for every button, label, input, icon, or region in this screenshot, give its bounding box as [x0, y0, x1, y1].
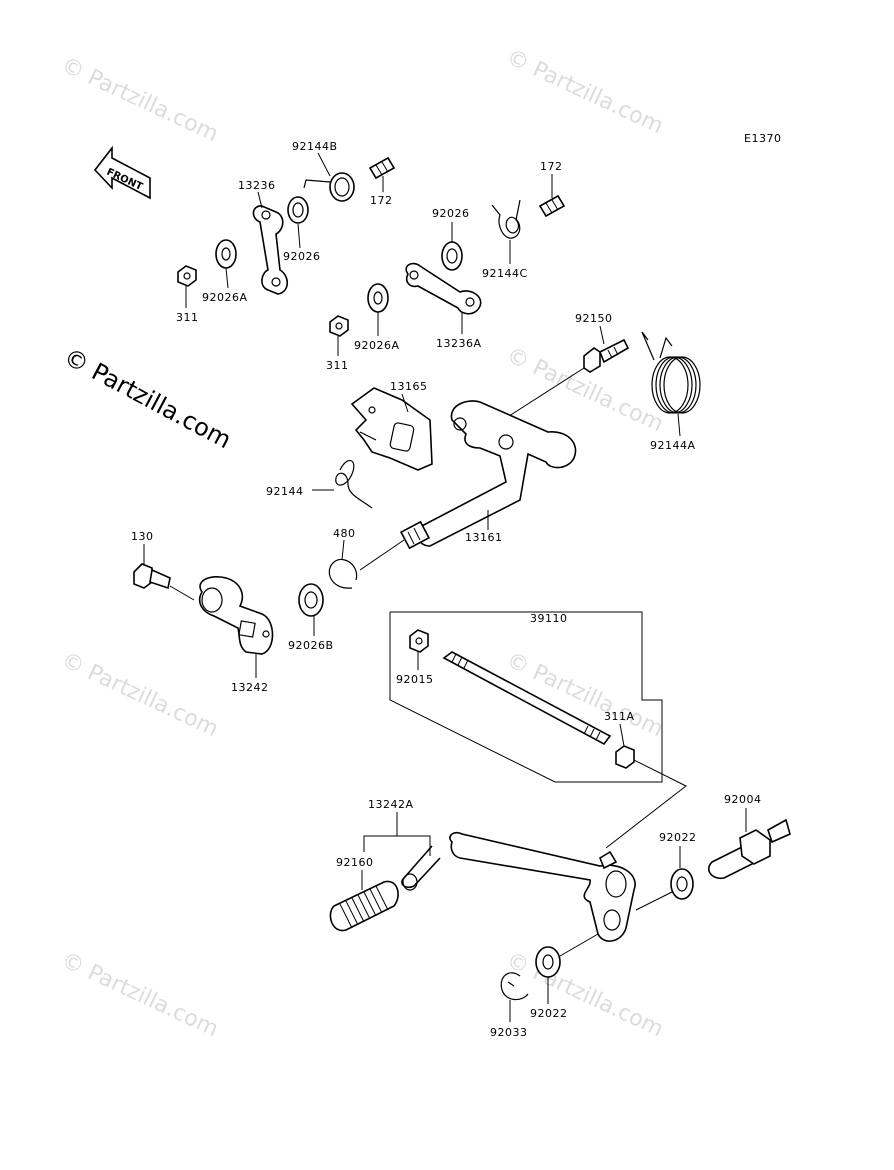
label-311A: 311A: [604, 710, 635, 723]
label-92160: 92160: [336, 856, 374, 869]
label-92150: 92150: [575, 312, 613, 325]
label-92004: 92004: [724, 793, 762, 806]
pin-172-icon: [368, 156, 396, 180]
label-13242A: 13242A: [368, 798, 414, 811]
washer-92022-icon: [670, 868, 694, 900]
label-480: 480: [333, 527, 356, 540]
circlip-480-icon: [328, 558, 358, 589]
bolt-130-icon: [133, 563, 171, 590]
label-92026-left: 92026: [283, 250, 321, 263]
label-13236: 13236: [238, 179, 276, 192]
watermark-faint: © Partzilla.com: [57, 948, 221, 1042]
washer-92026A-icon: [215, 239, 237, 269]
rubber-92160-icon: [329, 880, 399, 932]
label-311-right: 311: [326, 359, 349, 372]
tie-rod-assembly-box: [389, 611, 663, 783]
label-92015: 92015: [396, 673, 434, 686]
label-13161: 13161: [465, 531, 503, 544]
spring-92144B-icon: [303, 172, 355, 202]
eclip-92033-icon: [500, 972, 529, 1001]
watermark-faint: © Partzilla.com: [57, 648, 221, 742]
bolt-92004-icon: [708, 818, 791, 880]
washer-92026-icon: [441, 241, 463, 271]
bolt-92150-icon: [583, 338, 630, 373]
nut-311A-icon: [615, 745, 635, 769]
label-92026-right: 92026: [432, 207, 470, 220]
diagram-code: E1370: [744, 132, 781, 145]
watermark-faint: © Partzilla.com: [57, 53, 221, 147]
label-92026A-left: 92026A: [202, 291, 248, 304]
front-arrow-icon: FRONT: [93, 145, 151, 200]
label-92144A: 92144A: [650, 439, 696, 452]
label-172-upper-right: 172: [540, 160, 563, 173]
plate-13165-icon: [350, 387, 433, 471]
label-172-upper-left: 172: [370, 194, 393, 207]
label-92144C: 92144C: [482, 267, 528, 280]
label-311-left: 311: [176, 311, 199, 324]
label-92144: 92144: [266, 485, 304, 498]
label-92033: 92033: [490, 1026, 528, 1039]
spring-92144-icon: [335, 459, 373, 509]
watermark-main: © Partzilla.com: [59, 343, 236, 455]
label-13236A: 13236A: [436, 337, 482, 350]
lever-13236-icon: [252, 205, 289, 295]
label-92026B: 92026B: [288, 639, 334, 652]
watermark-faint: © Partzilla.com: [502, 45, 666, 139]
label-92022-right: 92022: [659, 831, 697, 844]
washer-92026A-icon: [367, 283, 389, 313]
label-92022-lower: 92022: [530, 1007, 568, 1020]
label-92026A-right: 92026A: [354, 339, 400, 352]
label-39110: 39110: [530, 612, 568, 625]
label-130: 130: [131, 530, 154, 543]
lever-13236A-icon: [405, 262, 482, 315]
pedal-13242A-icon: [401, 831, 636, 942]
label-13165: 13165: [390, 380, 428, 393]
label-13242: 13242: [231, 681, 269, 694]
washer-92026B-icon: [298, 583, 324, 617]
spring-92144A-icon: [641, 331, 701, 414]
nut-311-icon: [177, 265, 197, 287]
nut-311-icon: [329, 315, 349, 337]
shaft-13161-icon: [399, 400, 577, 550]
pin-172-icon: [538, 194, 566, 218]
lever-13242-icon: [198, 576, 274, 655]
label-92144B: 92144B: [292, 140, 338, 153]
spring-92144C-icon: [491, 199, 521, 239]
washer-92026-icon: [287, 196, 309, 224]
tie-rod-icon: [442, 651, 612, 746]
nut-92015-icon: [409, 629, 429, 653]
washer-92022-icon: [535, 946, 561, 978]
